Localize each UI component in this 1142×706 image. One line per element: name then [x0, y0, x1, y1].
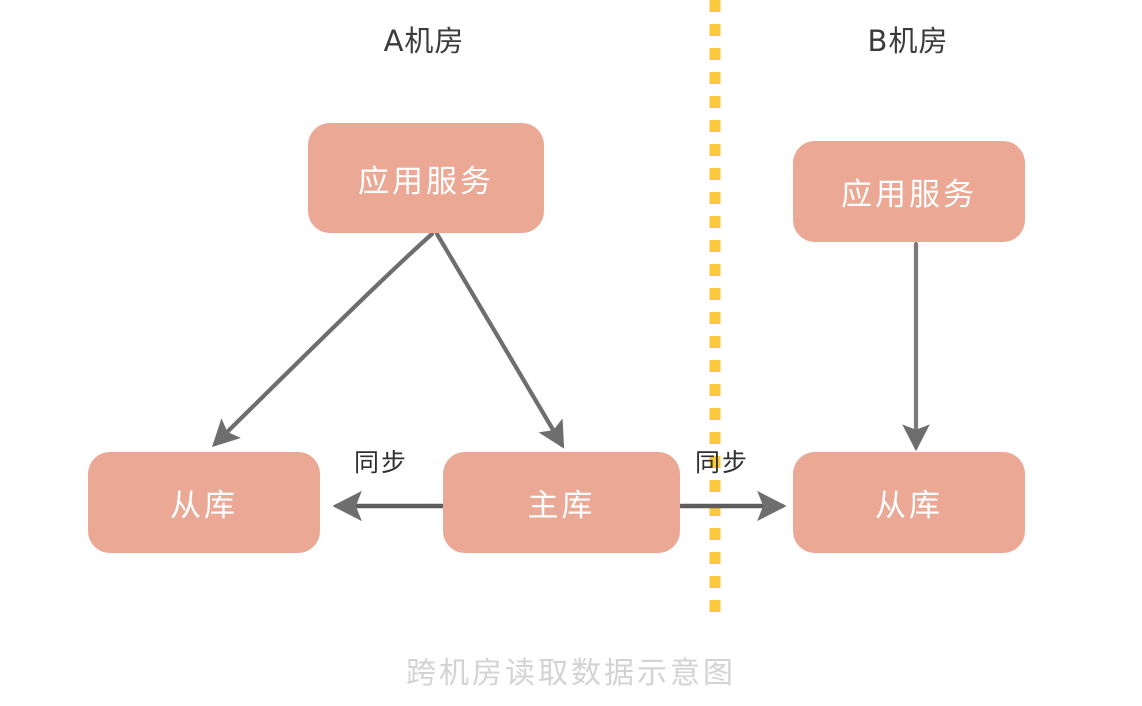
zone-label-a: A机房 — [383, 24, 465, 58]
diagram-caption: 跨机房读取数据示意图 — [406, 656, 736, 691]
edge-label-sync-remote: 同步 — [694, 448, 750, 477]
node-slave-db-b-label: 从库 — [875, 488, 943, 524]
node-slave-db-a[interactable]: 从库 — [88, 452, 320, 553]
node-master-db-a-label: 主库 — [527, 488, 596, 524]
node-app-service-b[interactable]: 应用服务 — [793, 141, 1025, 242]
zone-label-b: B机房 — [867, 24, 949, 58]
node-slave-db-a-label: 从库 — [170, 488, 238, 524]
node-app-service-a-label: 应用服务 — [358, 163, 494, 200]
edge-app-a-to-slave-a — [212, 231, 435, 447]
edge-label-sync-local: 同步 — [353, 448, 409, 477]
edge-app-a-to-master-a — [434, 231, 565, 449]
node-app-service-b-label: 应用服务 — [841, 177, 977, 213]
node-master-db-a[interactable]: 主库 — [443, 452, 680, 553]
node-app-service-a[interactable]: 应用服务 — [308, 123, 544, 233]
node-slave-db-b[interactable]: 从库 — [793, 452, 1025, 553]
